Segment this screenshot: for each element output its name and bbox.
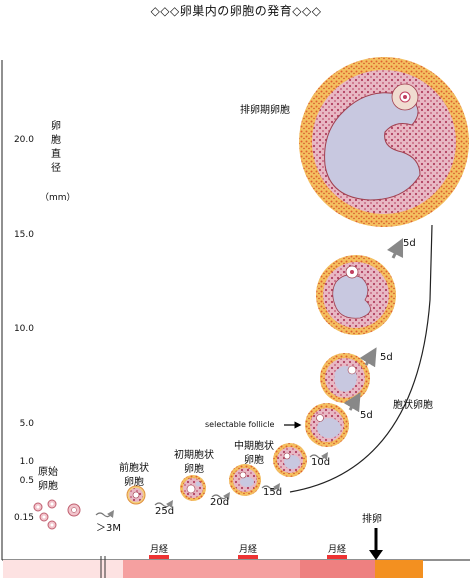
menses-label-2: 月経 (238, 545, 257, 555)
growth-arrow-3 (386, 237, 404, 259)
growth-arrow-1 (343, 392, 361, 413)
selectable-follicle-annotation: selectable follicle (205, 420, 275, 429)
antral-follicle-3 (320, 353, 370, 403)
duration-1: ＞3M (96, 523, 121, 534)
early-antral-follicle (180, 475, 206, 501)
primordial-follicles (33, 499, 81, 530)
squiggle-arrow-4 (261, 483, 280, 491)
ovulation-segment (375, 560, 423, 578)
y-tick-0.15: 0.15 (13, 513, 34, 523)
y-axis-unit: （mm） (40, 193, 76, 203)
duration-5: 10d (311, 457, 331, 468)
antral-follicle-4 (316, 255, 396, 335)
y-tick-1: 1.0 (19, 457, 34, 467)
squiggle-arrow-5 (309, 452, 328, 460)
y-axis-label: 卵胞直径 (51, 121, 61, 174)
duration-8: 5d (403, 238, 416, 249)
timeline-segment-dark (300, 560, 375, 578)
antral-follicle-2 (305, 403, 349, 447)
growth-curve (289, 224, 433, 493)
antral-follicle-1 (273, 443, 307, 477)
menses-bar-3 (327, 555, 347, 559)
ovulation-arrowhead (369, 550, 383, 560)
menses-label-3: 月経 (327, 545, 346, 555)
duration-6: 5d (360, 410, 373, 421)
label-preantral: 前胞状卵胞 (119, 463, 149, 488)
y-tick-20: 20.0 (13, 135, 34, 145)
menses-bar-1 (149, 555, 169, 559)
diagram-title: ◇◇◇卵巣内の卵胞の発育◇◇◇ (150, 4, 322, 18)
y-tick-0.5: 0.5 (19, 476, 34, 486)
duration-4: 15d (263, 487, 283, 498)
ovulatory-follicle (299, 57, 469, 227)
squiggle-arrow-3 (211, 492, 230, 500)
menses-label-1: 月経 (149, 545, 168, 555)
label-primordial: 原始卵胞 (38, 467, 58, 492)
label-antral: 胞状卵胞 (393, 400, 433, 411)
label-ovulatory: 排卵期卵胞 (240, 105, 290, 116)
growth-arrow-2 (359, 347, 377, 368)
duration-2: 25d (155, 506, 175, 517)
timeline-segment-light (3, 560, 123, 578)
duration-3: 20d (210, 497, 230, 508)
ovulation-label: 排卵 (362, 514, 382, 525)
duration-7: 5d (380, 352, 393, 363)
squiggle-arrow-2 (154, 500, 173, 508)
squiggle-arrow-1 (95, 510, 114, 518)
label-mid-antral: 中期胞状卵胞 (234, 441, 274, 466)
y-tick-5: 5.0 (19, 419, 34, 429)
y-tick-10: 10.0 (13, 324, 34, 334)
y-tick-15: 15.0 (13, 230, 34, 240)
preantral-follicle (126, 485, 146, 505)
mid-antral-follicle (229, 464, 261, 496)
label-early-antral: 初期胞状卵胞 (174, 450, 214, 475)
menses-bar-2 (238, 555, 258, 559)
